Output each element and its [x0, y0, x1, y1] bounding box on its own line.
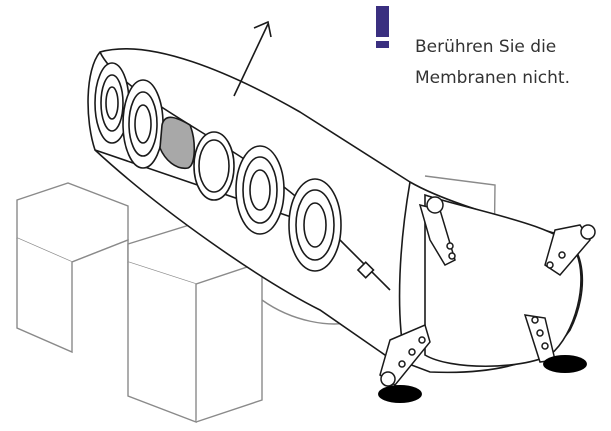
membrane-highlight — [159, 116, 196, 170]
speaker-drivers — [94, 62, 375, 279]
packaging-boxes — [16, 175, 496, 424]
foot-pads — [378, 355, 587, 403]
warning-note: Berühren Sie die Membranen nicht. — [376, 2, 608, 88]
note-text: Berühren Sie die Membranen nicht. — [415, 32, 570, 94]
note-line-2: Membranen nicht. — [415, 68, 570, 88]
exclamation-icon — [376, 6, 389, 48]
note-line-1: Berühren Sie die — [415, 37, 557, 57]
speaker-feet — [379, 196, 596, 387]
direction-arrow-icon — [233, 20, 272, 97]
